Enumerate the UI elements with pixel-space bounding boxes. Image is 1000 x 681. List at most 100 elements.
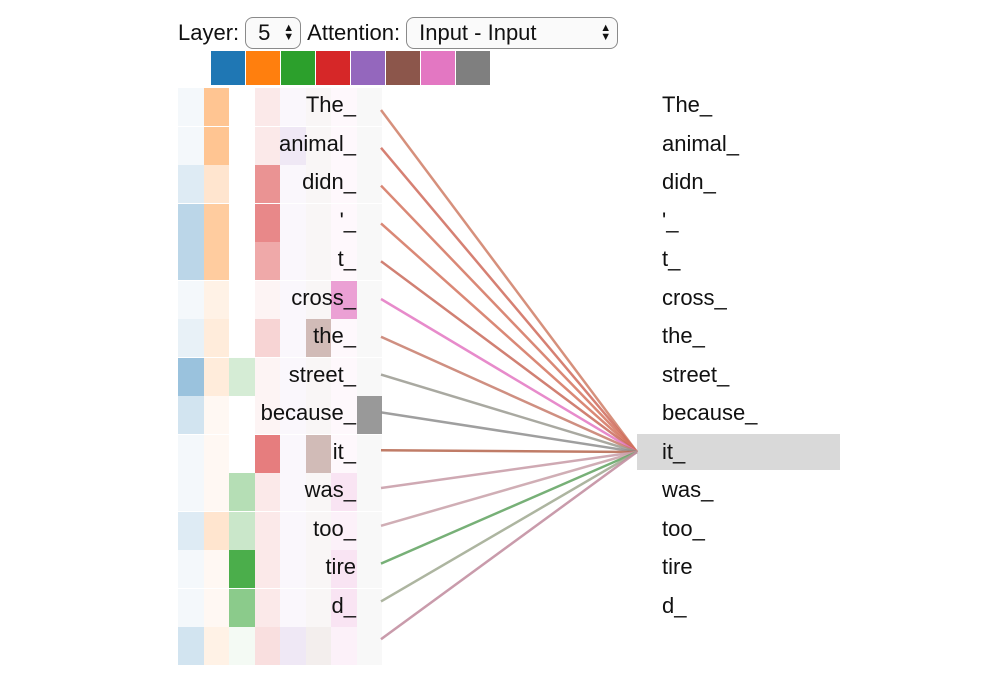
attention-cell — [280, 357, 306, 396]
left-token[interactable]: too_ — [313, 515, 356, 541]
attention-line — [380, 411, 638, 454]
attention-cell — [305, 165, 331, 203]
right-token[interactable]: didn_ — [662, 169, 716, 194]
attention-cell — [331, 357, 357, 396]
attention-cell — [254, 203, 280, 242]
attention-line — [379, 109, 639, 453]
right-token[interactable]: cross_ — [662, 284, 727, 310]
attention-cell — [178, 203, 204, 242]
head-swatch-7[interactable] — [421, 51, 455, 85]
attention-cell — [331, 588, 357, 627]
attention-cell — [356, 319, 382, 357]
attention-line — [380, 335, 638, 454]
attention-cell — [305, 511, 331, 550]
attention-cell — [254, 627, 280, 665]
right-token[interactable]: '_ — [662, 207, 679, 233]
attention-controls: Layer: 5 ▲▼ Attention: Input - Input ▲▼ — [178, 16, 624, 50]
left-token[interactable]: was_ — [304, 477, 356, 502]
attention-cell — [203, 473, 229, 511]
attention-cell — [254, 280, 280, 319]
attention-cell — [178, 434, 204, 473]
attention-type-select[interactable]: Input - Input ▲▼ — [406, 17, 619, 49]
attention-cell — [254, 88, 280, 126]
left-token[interactable]: d_ — [331, 592, 356, 618]
right-token[interactable]: d_ — [662, 592, 687, 618]
left-token[interactable]: animal_ — [278, 130, 356, 156]
head-swatch-3[interactable] — [281, 51, 315, 85]
right-token[interactable]: was_ — [662, 477, 714, 502]
right-token[interactable]: too_ — [662, 515, 705, 541]
layer-select[interactable]: 5 ▲▼ — [245, 17, 302, 49]
selected-query-highlight — [637, 434, 840, 470]
attention-cell — [178, 473, 204, 511]
head-swatch-8[interactable] — [456, 51, 490, 85]
head-swatch-5[interactable] — [351, 51, 385, 85]
attention-line — [380, 450, 638, 565]
layer-label: Layer: — [178, 20, 240, 45]
attention-cell — [254, 319, 280, 357]
left-token[interactable]: tire — [325, 554, 356, 579]
left-token[interactable]: the_ — [313, 323, 356, 348]
attention-cell — [331, 319, 357, 357]
attention-cell — [178, 126, 204, 165]
attention-cell — [305, 396, 331, 434]
attention-cell — [280, 396, 306, 434]
attention-cell — [254, 434, 280, 473]
head-swatch-1[interactable] — [211, 51, 245, 85]
attention-cell — [254, 550, 280, 588]
attention-line — [380, 222, 638, 453]
stepper-arrows-icon: ▲▼ — [283, 22, 295, 43]
attention-cell — [178, 550, 204, 588]
attention-cell — [305, 627, 331, 665]
right-token[interactable]: t_ — [662, 246, 681, 271]
attention-type-value: Input - Input — [419, 20, 537, 45]
attention-cell — [356, 88, 382, 126]
right-token[interactable]: because_ — [662, 400, 758, 425]
attention-cell — [254, 357, 280, 396]
attention-cell — [203, 588, 229, 627]
attention-cell — [356, 165, 382, 203]
right-token[interactable]: tire — [662, 554, 693, 579]
attention-cell — [203, 357, 229, 396]
attention-cell — [280, 627, 306, 665]
left-token[interactable]: because_ — [260, 400, 356, 425]
attention-cell — [203, 627, 229, 665]
left-token[interactable]: didn_ — [302, 169, 356, 194]
left-token[interactable]: The_ — [305, 92, 356, 117]
attention-cell — [356, 280, 382, 319]
attention-cell — [203, 280, 229, 319]
attention-cell — [331, 165, 357, 203]
attention-cell — [305, 434, 331, 473]
attention-cell — [280, 588, 306, 627]
left-token[interactable]: t_ — [337, 246, 356, 271]
right-token[interactable]: animal_ — [662, 130, 740, 156]
right-token[interactable]: the_ — [662, 323, 705, 348]
attention-cell — [331, 280, 357, 319]
attention-cell — [356, 627, 382, 665]
head-swatch-6[interactable] — [386, 51, 420, 85]
left-token[interactable]: '_ — [339, 207, 356, 233]
left-token[interactable]: street_ — [288, 361, 356, 387]
attention-cell — [305, 242, 331, 280]
right-token[interactable]: The_ — [662, 92, 713, 117]
attention-cell — [305, 357, 331, 396]
attention-cell — [356, 126, 382, 165]
right-token[interactable]: street_ — [662, 361, 730, 387]
attention-cell — [229, 627, 255, 665]
attention-cell — [305, 319, 331, 357]
attention-cell — [280, 550, 306, 588]
attention-cell — [178, 588, 204, 627]
attention-cell — [229, 357, 255, 396]
head-swatch-2[interactable] — [246, 51, 280, 85]
attention-cell — [229, 473, 255, 511]
attention-cell — [203, 434, 229, 473]
attention-cell — [280, 473, 306, 511]
attention-cell — [331, 627, 357, 665]
left-token[interactable]: it_ — [332, 438, 356, 464]
left-token[interactable]: cross_ — [291, 284, 356, 310]
right-token-selected[interactable]: it_ — [662, 438, 686, 464]
attention-cell — [203, 165, 229, 203]
attention-cell — [254, 511, 280, 550]
head-swatch-4[interactable] — [316, 51, 350, 85]
